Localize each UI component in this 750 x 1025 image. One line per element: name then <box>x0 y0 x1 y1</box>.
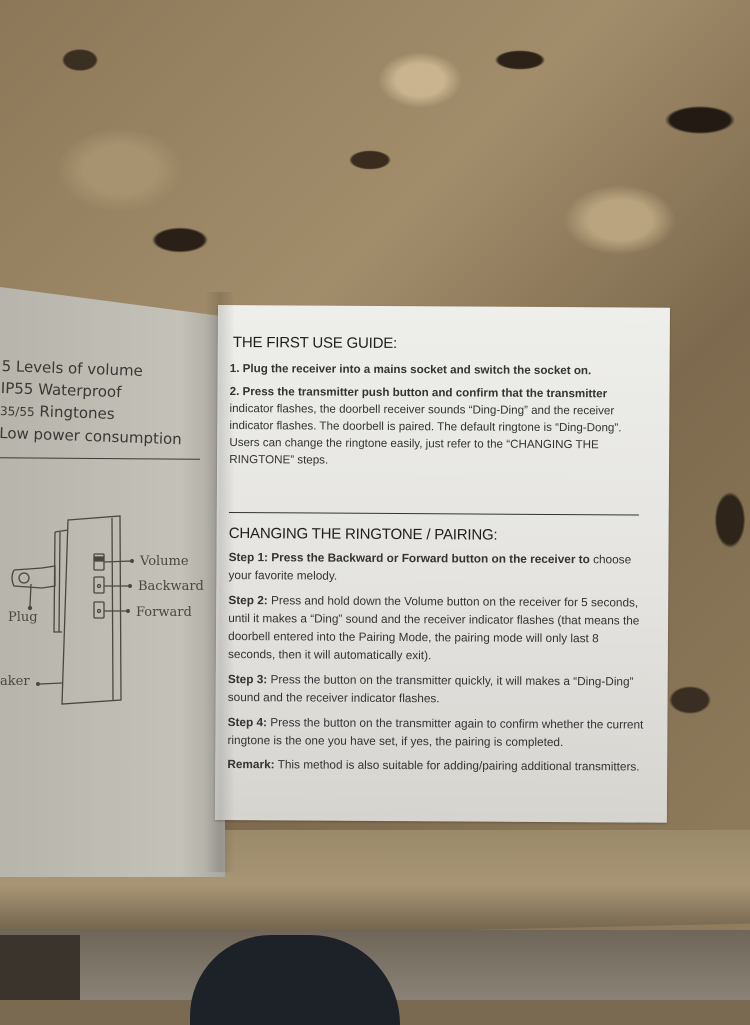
first-use-step-2-bold: 2. Press the transmitter push button and… <box>229 384 608 401</box>
pairing-step-1: Step 1: Press the Backward or Forward bu… <box>228 548 648 587</box>
pairing-step-2: Step 2: Press and hold down the Volume b… <box>228 591 648 666</box>
step-label: Step 4: <box>227 714 268 730</box>
step-bold-text: Press the Backward or Forward button on … <box>267 550 590 567</box>
feature-list: 5 Levels of volume IP55 Waterproof 35/55… <box>0 355 184 450</box>
label-volume: Volume <box>140 554 189 569</box>
pairing-step-3: Step 3: Press the button on the transmit… <box>228 670 648 709</box>
floor-shadow <box>0 935 80 1000</box>
label-forward: Forward <box>136 605 192 620</box>
changing-ringtone-heading: CHANGING THE RINGTONE / PAIRING: <box>228 524 498 544</box>
pairing-step-4: Step 4: Press the button on the transmit… <box>227 713 647 752</box>
label-speaker: aker <box>0 674 30 689</box>
first-use-step-2-text: indicator flashes, the doorbell receiver… <box>229 401 622 467</box>
pamphlet-fold <box>205 292 235 872</box>
remark-label: Remark: <box>227 756 275 772</box>
step-text: Press the button on the transmitter agai… <box>227 715 644 750</box>
step-text: Press and hold down the Volume button on… <box>228 593 640 663</box>
first-use-heading: THE FIRST USE GUIDE: <box>232 334 398 353</box>
step-label: Step 2: <box>228 592 268 608</box>
label-backward: Backward <box>138 579 204 594</box>
first-use-step-1: 1. Plug the receiver into a mains socket… <box>229 361 592 378</box>
first-use-step-2: 2. Press the transmitter push button and… <box>229 383 650 471</box>
ringtone-count: 35/55 <box>0 403 35 420</box>
section-divider <box>228 511 639 516</box>
remark: Remark: This method is also suitable for… <box>227 755 647 776</box>
receiver-diagram: Volume Backward Forward Plug aker <box>0 510 220 710</box>
label-plug: Plug <box>8 610 38 625</box>
step-label: Step 1: <box>228 549 269 565</box>
instructions: THE FIRST USE GUIDE: 1. Plug the receive… <box>227 334 650 780</box>
feature-text: Ringtones <box>34 402 115 423</box>
step-text: Press the button on the transmitter quic… <box>227 672 634 706</box>
remark-text: This method is also suitable for adding/… <box>274 757 640 774</box>
receiver-outline-icon <box>11 515 134 705</box>
step-label: Step 3: <box>227 671 268 687</box>
